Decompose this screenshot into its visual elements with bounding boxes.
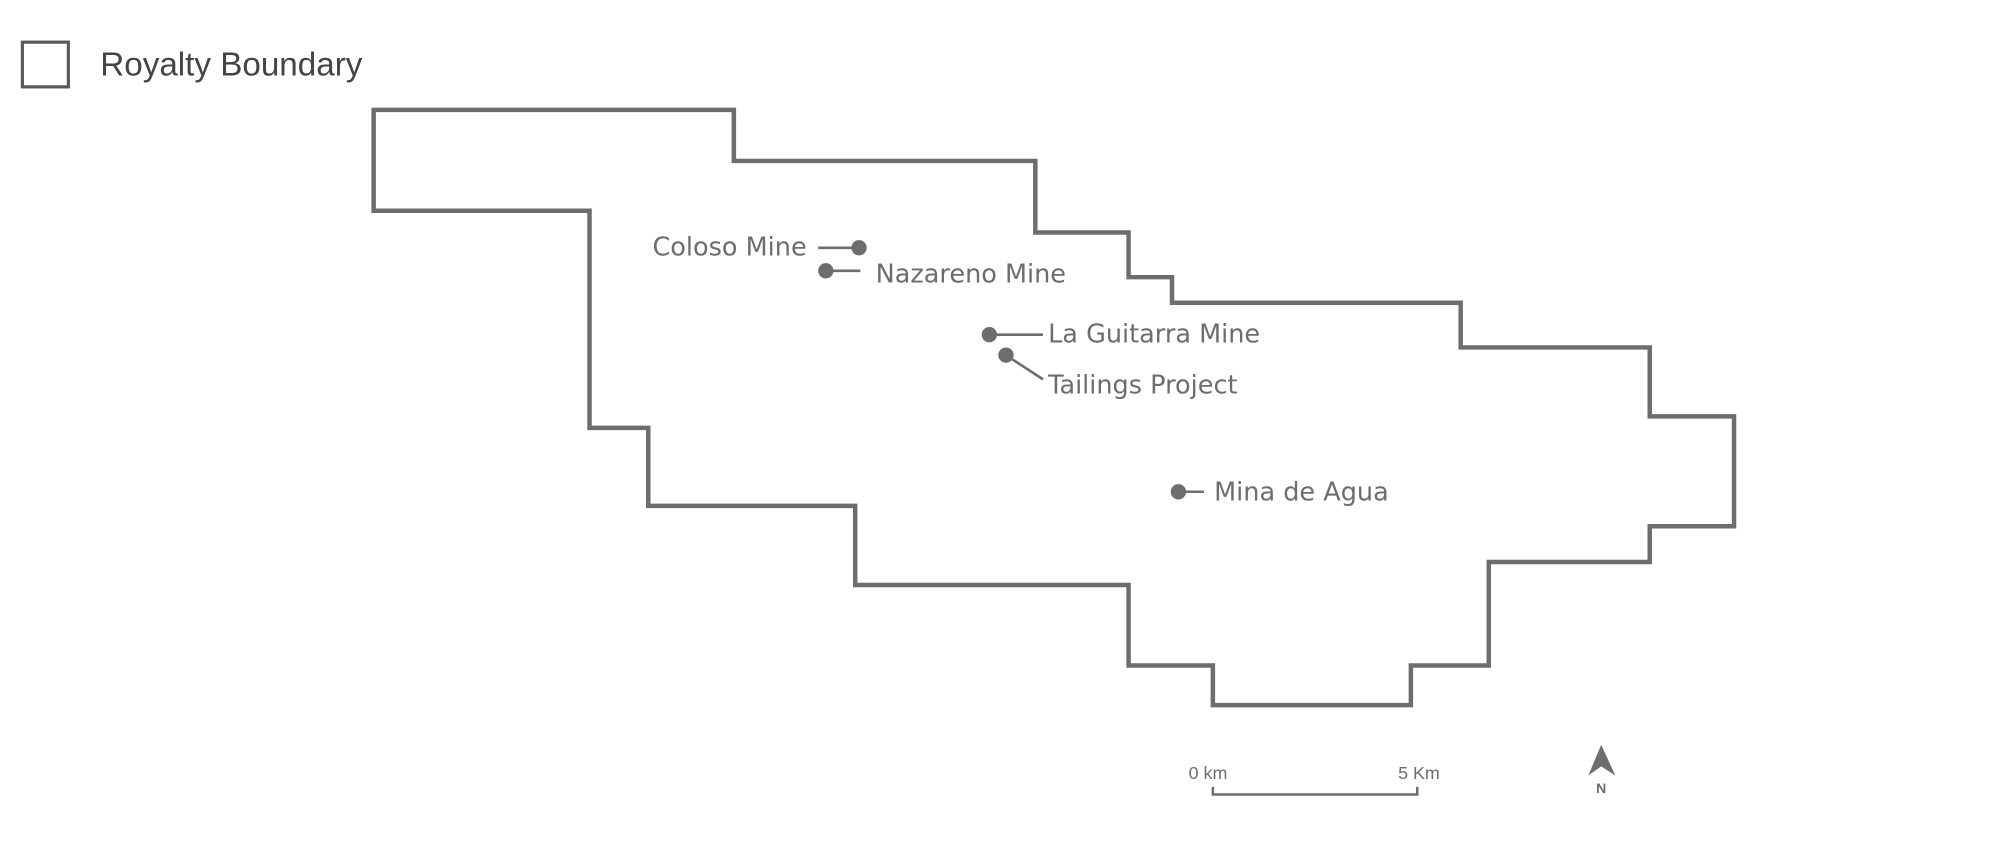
site-label: La Guitarra Mine [1048,319,1260,349]
site-marker [818,263,834,279]
site-label: Coloso Mine [652,232,806,262]
scale-line [1211,786,1419,796]
site-la-guitarra-mine: La Guitarra Mine [981,319,1260,349]
scale-start-label: 0 km [1189,763,1228,783]
site-marker [998,347,1014,363]
site-label: Tailings Project [1047,370,1237,400]
site-tailings-project: Tailings Project [998,347,1238,400]
scale-end-label: 5 Km [1398,763,1440,783]
legend: Royalty Boundary [20,40,363,89]
site-marker [981,327,997,343]
site-marker [851,240,867,256]
royalty-boundary [371,107,1737,708]
scale-bar: 0 km 5 Km [1189,763,1440,796]
site-coloso-mine: Coloso Mine [652,232,867,262]
site-label: Nazareno Mine [876,259,1066,289]
site-label: Mina de Agua [1214,478,1389,508]
north-arrow: N [1588,744,1616,796]
legend-checkbox[interactable] [20,40,70,89]
north-arrow-icon [1588,744,1616,776]
site-mina-de-agua: Mina de Agua [1170,478,1389,508]
legend-label: Royalty Boundary [100,46,362,83]
site-nazareno-mine: Nazareno Mine [818,259,1066,289]
site-marker [1170,484,1187,500]
north-label: N [1596,780,1606,796]
